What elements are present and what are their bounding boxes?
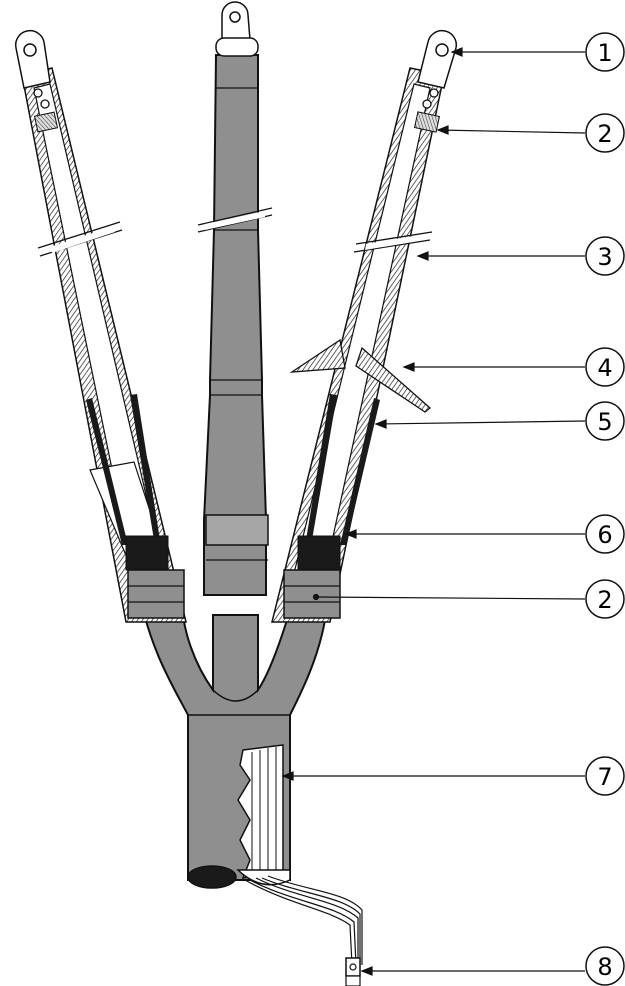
left-phase xyxy=(14,30,187,623)
callout-label: 6 xyxy=(597,521,612,549)
callout-2-lower: 2 xyxy=(585,579,625,619)
callout-label: 2 xyxy=(597,586,612,614)
leader-lines xyxy=(281,47,586,976)
callout-label: 7 xyxy=(597,763,612,791)
middle-phase xyxy=(197,1,273,596)
callout-label: 5 xyxy=(597,408,612,436)
callout-1: 1 xyxy=(585,32,625,72)
callout-7: 7 xyxy=(585,756,625,796)
breakout-boot xyxy=(138,593,327,881)
callout-5: 5 xyxy=(585,401,625,441)
earth-wire-bundle xyxy=(244,875,363,966)
screen-wire-cutaway xyxy=(237,744,284,880)
callout-label: 3 xyxy=(597,243,612,271)
callout-label: 1 xyxy=(597,39,612,67)
earth-lug xyxy=(345,957,361,986)
right-phase xyxy=(271,30,458,623)
callout-2: 2 xyxy=(585,113,625,153)
callout-8: 8 xyxy=(585,946,625,986)
callout-4: 4 xyxy=(585,347,625,387)
callout-6: 6 xyxy=(585,514,625,554)
cable-jacket-bottom xyxy=(187,865,291,889)
callout-label: 4 xyxy=(597,354,612,382)
callout-label: 8 xyxy=(597,953,612,981)
callout-3: 3 xyxy=(585,236,625,276)
callout-label: 2 xyxy=(597,120,612,148)
